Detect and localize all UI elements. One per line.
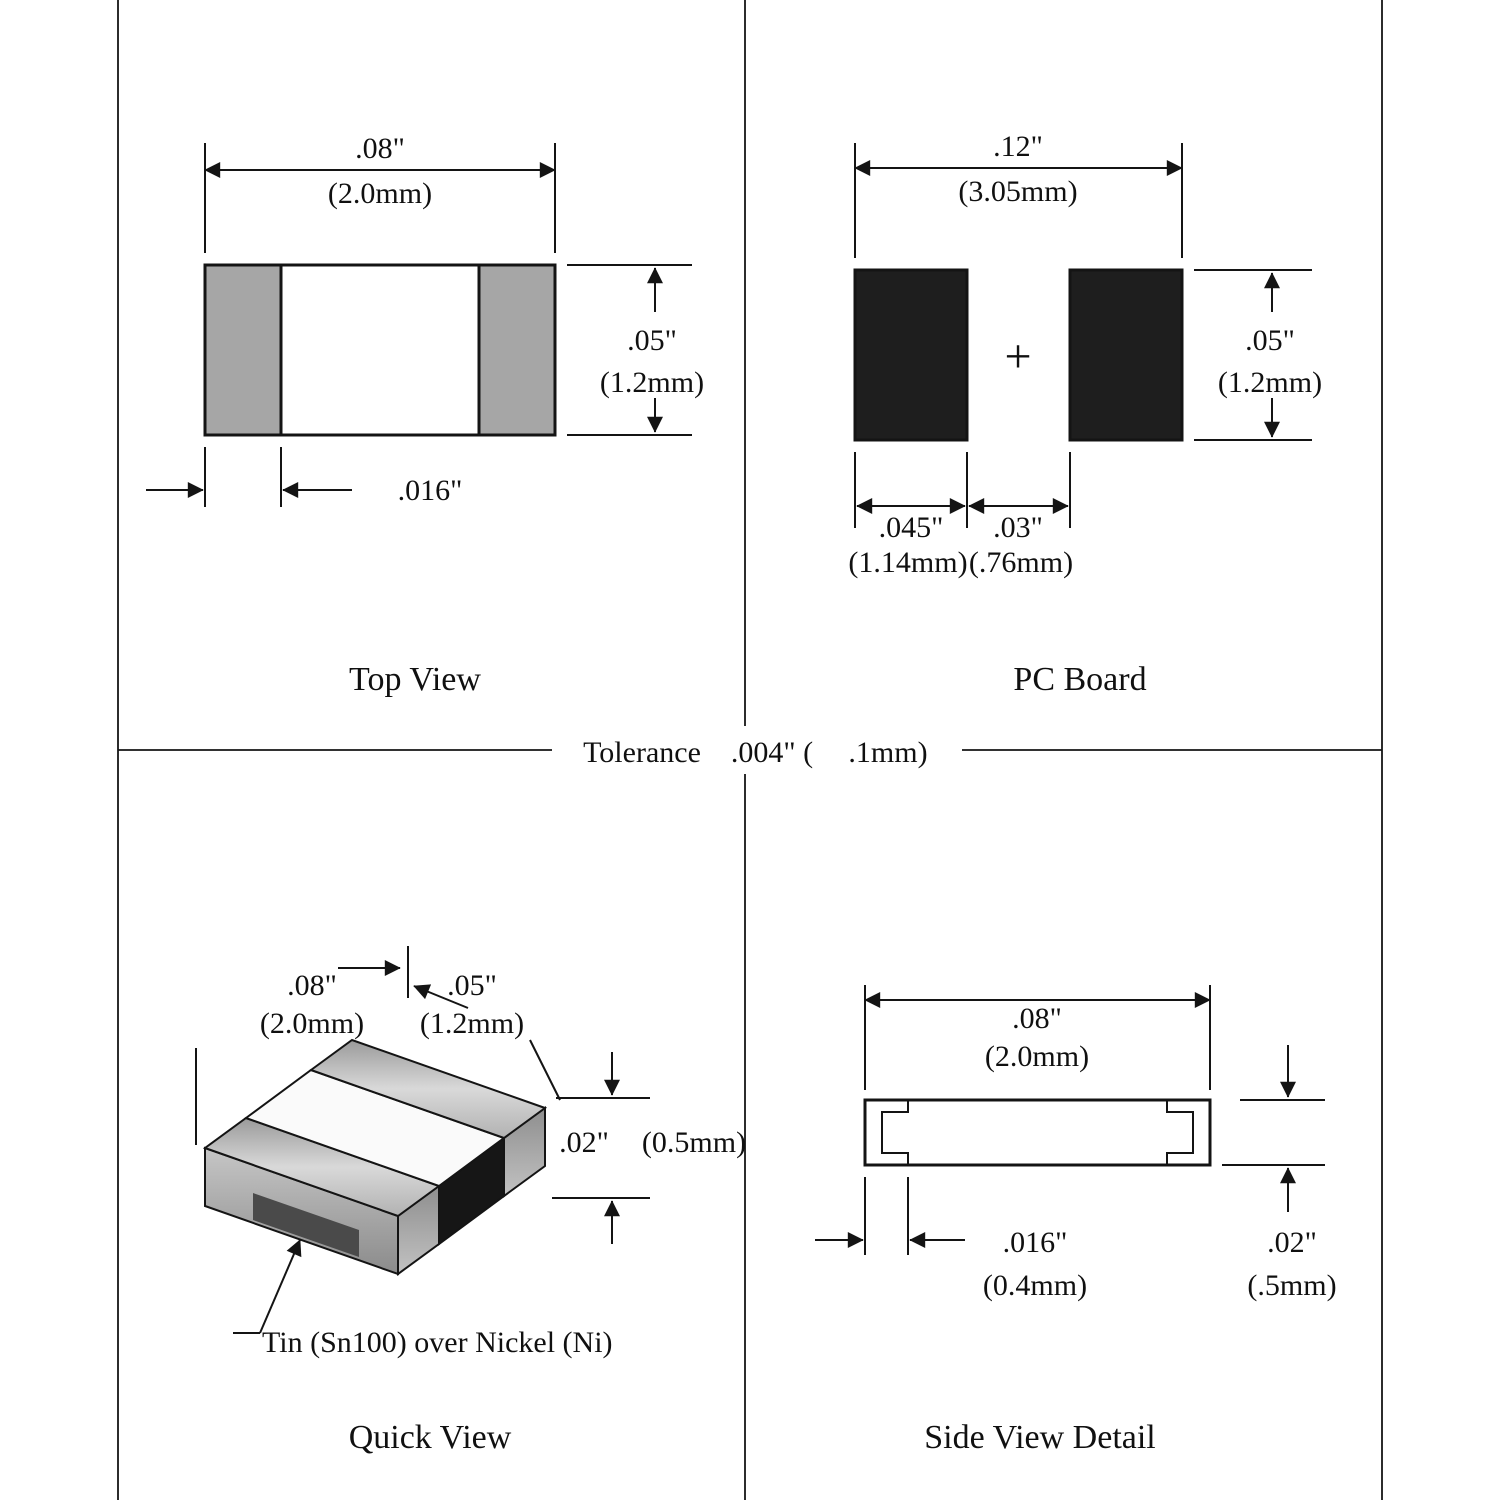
plating-note: Tin (Sn100) over Nickel (Ni) <box>262 1326 613 1359</box>
top-view: .08" (2.0mm) .05" (1.2mm) .016" Top View <box>146 132 704 698</box>
pc-board-width-mm: (3.05mm) <box>958 175 1077 208</box>
quick-view: .08" (2.0mm) .05" (1.2mm) .02" (0.5mm) T… <box>195 946 746 1456</box>
side-view-terminal-inch: .016" <box>1003 1226 1068 1259</box>
pad-width-inch: .045" <box>879 511 944 544</box>
side-view-width-mm: (2.0mm) <box>985 1040 1089 1073</box>
right-terminal-bracket <box>1166 1100 1194 1165</box>
side-view-width-inch: .08" <box>1012 1002 1062 1035</box>
side-view-terminal-mm: (0.4mm) <box>983 1269 1087 1302</box>
top-view-height-mm: (1.2mm) <box>600 366 704 399</box>
tolerance-mm-value: .1mm) <box>848 736 927 769</box>
leader-arrow <box>259 1239 302 1334</box>
quick-view-height-inch: .02" <box>559 1126 609 1159</box>
top-view-title: Top View <box>349 661 481 698</box>
tolerance-note: Tolerance .004" ( .1mm) <box>583 736 928 769</box>
side-view-height-inch: .02" <box>1267 1226 1317 1259</box>
quick-view-height-mm: (0.5mm) <box>642 1126 746 1159</box>
right-solder-pad <box>1068 268 1184 442</box>
chip-top-terminal-right <box>308 1038 548 1140</box>
pc-board-view: + .12" (3.05mm) .05" (1.2mm) .045" (1.14… <box>848 130 1322 698</box>
pad-width-mm: (1.14mm) <box>848 546 967 579</box>
pc-board-width-inch: .12" <box>993 130 1043 163</box>
quick-view-length-inch: .08" <box>287 969 337 1002</box>
pc-board-height-mm: (1.2mm) <box>1218 366 1322 399</box>
tolerance-label: Tolerance <box>583 736 701 769</box>
quick-view-title: Quick View <box>349 1419 512 1456</box>
top-view-width-inch: .08" <box>355 132 405 165</box>
top-view-height-inch: .05" <box>627 324 677 357</box>
side-view-title: Side View Detail <box>924 1419 1156 1456</box>
center-plus-mark: + <box>1004 330 1031 383</box>
frame <box>117 0 1383 1500</box>
quick-view-length-mm: (2.0mm) <box>260 1007 364 1040</box>
right-terminal-top-view <box>477 263 557 437</box>
chip-side-profile <box>863 1098 1212 1167</box>
pc-board-height-inch: .05" <box>1245 324 1295 357</box>
extension-line <box>529 1039 561 1101</box>
left-terminal-top-view <box>203 263 283 437</box>
left-terminal-bracket <box>881 1100 909 1165</box>
side-view-height-mm: (.5mm) <box>1247 1269 1336 1302</box>
pc-board-title: PC Board <box>1013 661 1146 698</box>
pad-gap-mm: (.76mm) <box>969 546 1073 579</box>
side-view-detail: .08" (2.0mm) .016" (0.4mm) .02" (.5mm) S… <box>815 985 1337 1456</box>
quick-view-width-mm: (1.2mm) <box>420 1007 524 1040</box>
pad-gap-inch: .03" <box>993 511 1043 544</box>
chip-end-face-recess <box>253 1193 359 1257</box>
left-solder-pad <box>853 268 969 442</box>
quick-view-width-inch: .05" <box>447 969 497 1002</box>
top-view-terminal-inch: .016" <box>398 474 463 507</box>
top-view-width-mm: (2.0mm) <box>328 177 432 210</box>
dimension-arrow <box>413 984 469 1009</box>
tolerance-inch-value: .004" ( <box>731 736 813 769</box>
